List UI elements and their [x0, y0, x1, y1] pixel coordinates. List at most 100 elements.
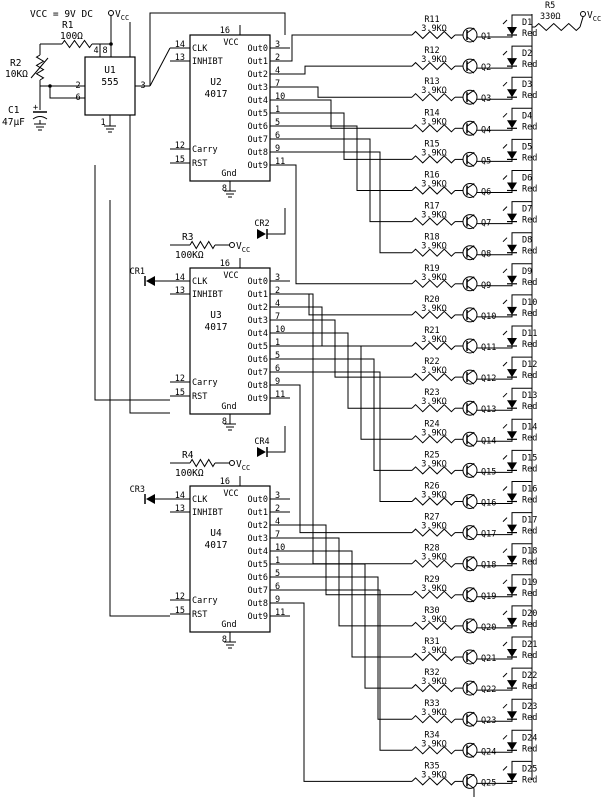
stage-15-d-label: D15 — [522, 453, 537, 463]
stage-18-resistor — [411, 559, 456, 568]
pin-label-clk: CLK — [192, 495, 208, 505]
rail-tap — [511, 356, 532, 370]
transistor-emitter — [466, 658, 475, 665]
transistor-collector — [466, 556, 475, 563]
pin-5: 5 — [275, 118, 280, 128]
output-route — [290, 371, 412, 502]
stage-12-r-value: 3.9KΩ — [421, 366, 447, 376]
stage-11-d-label: D11 — [522, 329, 537, 339]
output-route — [290, 151, 412, 254]
transistor-collector — [466, 711, 475, 718]
carry-bus-2 — [94, 165, 170, 401]
pin-13: 13 — [175, 286, 185, 296]
stage-24-transistor-icon — [462, 742, 478, 758]
output-route — [290, 576, 412, 720]
reset-bus — [109, 200, 170, 617]
transistor-collector — [466, 276, 475, 283]
rail-tap — [511, 76, 532, 90]
stage-9-led-icon — [507, 275, 517, 284]
transistor-collector — [466, 120, 475, 127]
led-arrow — [502, 672, 508, 678]
transistor-emitter — [466, 254, 475, 261]
rail-tap — [511, 138, 532, 152]
pin-1: 1 — [275, 556, 280, 566]
stage-4-r-name: R14 — [424, 108, 439, 118]
stage-25-d-label: D25 — [522, 764, 537, 774]
pin-2: 2 — [275, 286, 280, 296]
reset-resistor-name: R4 — [182, 450, 194, 461]
clock-to-u2 — [149, 47, 171, 87]
pin-label-rst: RST — [192, 159, 207, 169]
pin-label-inhibt: INHIBT — [192, 290, 223, 300]
pin-label-out7: Out7 — [248, 135, 268, 145]
stage-8-led-color: Red — [522, 247, 537, 257]
stage-1-d-label: D1 — [522, 18, 532, 28]
stage-17-r-name: R27 — [424, 513, 439, 523]
cascade-out-wire — [267, 426, 286, 453]
pin-3: 3 — [275, 273, 280, 283]
stage-13-q-label: Q13 — [481, 405, 496, 415]
transistor-emitter — [466, 347, 475, 354]
pin-10: 10 — [275, 325, 285, 335]
rail-tap — [511, 45, 532, 59]
stage-22-r-name: R32 — [424, 668, 439, 678]
stage-21-resistor — [411, 652, 456, 662]
stage-21-r-name: R31 — [424, 637, 439, 647]
stage-12-led-icon — [507, 369, 517, 378]
stage-24-d-label: D24 — [522, 733, 537, 743]
gnd-pin-label: Gnd — [221, 402, 236, 412]
transistor-collector — [466, 587, 475, 594]
stage-1-r-value: 3.9KΩ — [421, 24, 447, 34]
stage-19-resistor — [411, 590, 456, 599]
stage-23-led-icon — [507, 711, 517, 720]
supply-label: VCC = 9V DC — [30, 9, 93, 20]
stage-24-led-icon — [507, 742, 517, 751]
vcc-pin-label: VCC — [223, 38, 238, 48]
counter-u3 — [189, 267, 271, 415]
components — [30, 10, 586, 789]
stage-16-r-name: R26 — [424, 482, 439, 492]
transistor-emitter — [466, 160, 475, 167]
stage-3-r-value: 3.9KΩ — [421, 86, 447, 96]
counter-name: U3 — [210, 310, 221, 321]
stage-20-r-name: R30 — [424, 606, 439, 616]
stage-15-r-name: R25 — [424, 450, 439, 460]
led-arrow — [502, 175, 508, 180]
output-route — [290, 125, 412, 191]
reset-resistor — [189, 240, 216, 250]
stage-2-q-label: Q2 — [481, 63, 491, 73]
stage-21-transistor-icon — [462, 649, 478, 665]
pin-3: 3 — [275, 40, 280, 50]
stage-23-transistor-icon — [462, 711, 478, 727]
rail-tap — [511, 605, 532, 618]
rail-tap — [511, 201, 532, 214]
vcc-pin-label: VCC — [223, 271, 238, 281]
stage-18-led-color: Red — [522, 558, 537, 568]
led-arrow — [502, 548, 508, 554]
output-route — [290, 164, 412, 285]
stage-9-r-name: R19 — [424, 264, 439, 274]
pin-label-out6: Out6 — [248, 573, 268, 583]
pin-12: 12 — [175, 374, 185, 384]
stage-18-led-icon — [507, 555, 517, 564]
stage-20-q-label: Q20 — [481, 623, 496, 633]
stage-4-transistor-icon — [462, 120, 478, 136]
stage-6-r-value: 3.9KΩ — [421, 180, 447, 190]
stage-11-r-value: 3.9KΩ — [421, 335, 447, 345]
stage-2-resistor — [411, 61, 456, 71]
pin-label-out9: Out9 — [248, 394, 268, 404]
transistor-collector — [466, 431, 475, 438]
cascade-out-label: CR2 — [254, 219, 269, 229]
stage-15-led-color: Red — [522, 464, 537, 474]
pin-2: 2 — [275, 53, 280, 63]
stage-14-resistor — [411, 435, 456, 444]
stage-3-led-icon — [507, 89, 517, 98]
stage-20-resistor — [411, 621, 456, 631]
vcc-pin-label: VCC — [223, 489, 238, 499]
stage-9-d-label: D9 — [522, 267, 532, 277]
transistor-collector — [466, 245, 475, 252]
stage-9-led-color: Red — [522, 278, 537, 288]
led-arrow — [502, 610, 508, 616]
cascade-in-label: CR1 — [130, 267, 145, 277]
